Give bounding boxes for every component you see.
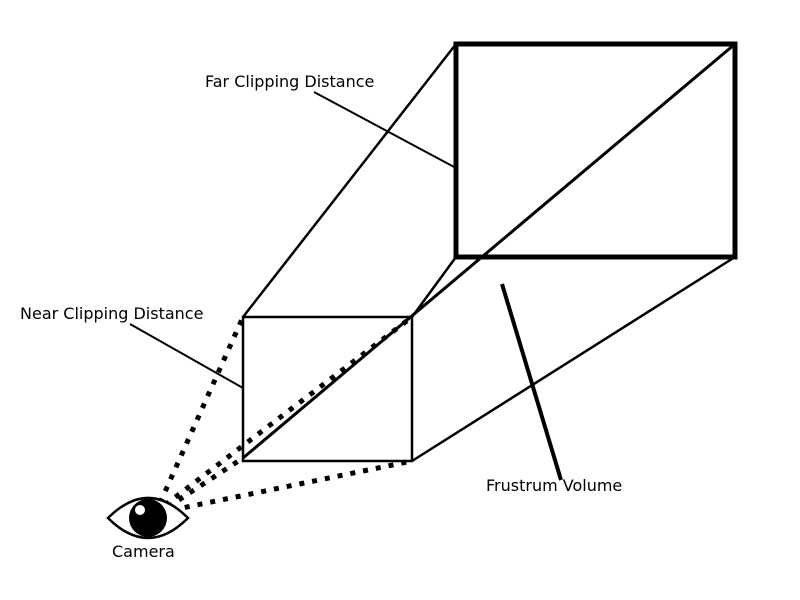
sight-line-bottom-right <box>171 458 413 513</box>
frustum-edge-top-left <box>242 43 457 318</box>
far-clipping-label: Far Clipping Distance <box>205 72 375 91</box>
sight-lines <box>157 315 414 513</box>
far-leader-line <box>313 91 457 169</box>
eye-icon <box>106 496 190 540</box>
near-clipping-label: Near Clipping Distance <box>20 304 204 323</box>
eye-iris <box>129 499 167 537</box>
eye-highlight <box>135 505 145 515</box>
frustum-edge-top-right <box>410 256 458 318</box>
frustum-edge-bottom-left <box>242 42 736 460</box>
frustum-volume-label: Frustrum Volume <box>486 476 623 495</box>
leader-lines <box>129 91 563 481</box>
near-clipping-plane <box>241 315 414 463</box>
camera-label: Camera <box>112 542 175 561</box>
frustum-leader-line <box>500 283 563 481</box>
frustum-edges <box>242 42 736 463</box>
sight-line-bottom-left <box>166 455 245 510</box>
frustum-edge-bottom-right <box>411 255 736 463</box>
far-clipping-plane <box>453 41 738 260</box>
sight-line-top-left <box>157 315 246 505</box>
near-leader-line <box>129 323 244 389</box>
